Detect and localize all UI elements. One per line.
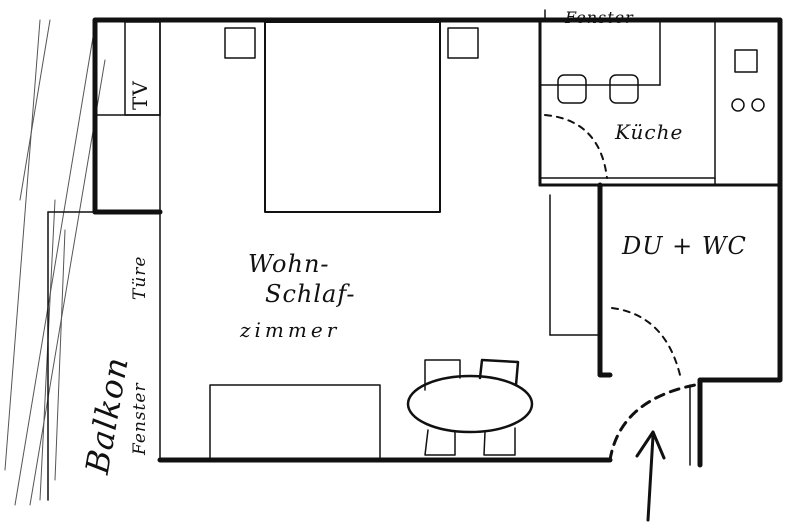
bench [209,384,381,461]
bed [224,21,479,213]
balcony-hatching [4,19,106,506]
kitchen-walls [538,9,782,187]
entrance-door-swing [608,383,697,462]
living-room-label-line3: zimmer [240,318,341,342]
stove-burner-icon [731,49,765,112]
dining-table [406,358,534,456]
tv-label: TV [128,80,152,110]
bathroom-walls [549,182,613,378]
entrance-arrow-icon [635,430,666,522]
window-side-label: Fenster [130,382,150,455]
living-room-label-line1: Wohn- [248,250,330,278]
tv-cabinet [124,21,161,116]
kitchen-door-swing [544,114,608,179]
kitchen-label: Küche [615,120,684,144]
shower-wc-label: DU + WC [622,232,747,260]
kitchen-chairs [557,74,639,104]
window-top-label: Fenster [565,8,634,27]
living-room-label-line2: Schlaf- [265,280,356,308]
bathroom-door-swing [611,307,681,376]
door-side-label: Türe [130,255,150,300]
